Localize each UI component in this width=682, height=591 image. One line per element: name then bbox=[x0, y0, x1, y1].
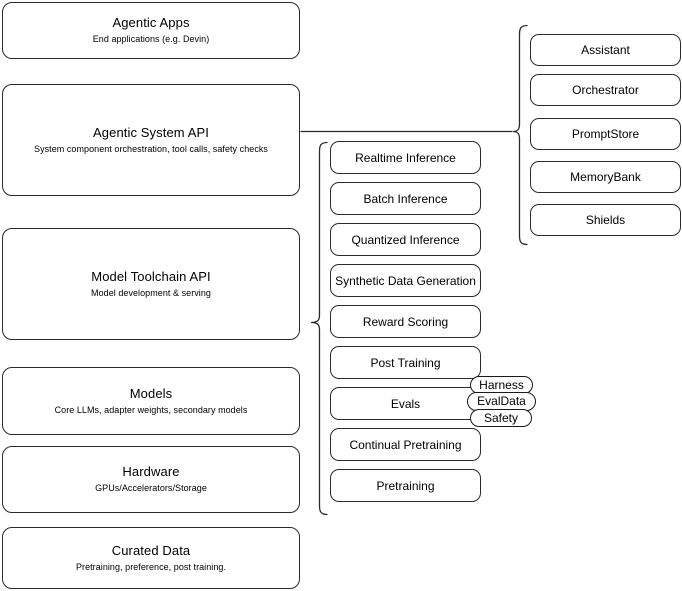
evals-pill-safety[interactable]: Safety bbox=[470, 409, 532, 427]
chip-label: Batch Inference bbox=[363, 191, 448, 206]
layer-title: Hardware bbox=[122, 464, 180, 479]
toolchain-brace bbox=[310, 141, 328, 516]
agentic-chip-shields[interactable]: Shields bbox=[530, 204, 681, 236]
chip-label: Assistant bbox=[581, 43, 630, 57]
toolchain-chip-realtime-inference[interactable]: Realtime Inference bbox=[330, 141, 481, 174]
toolchain-chip-synthetic-data-generation[interactable]: Synthetic Data Generation bbox=[330, 264, 481, 297]
toolchain-chip-post-training[interactable]: Post Training bbox=[330, 346, 481, 379]
chip-label: MemoryBank bbox=[570, 170, 641, 184]
stack-layer-agentic-system-api[interactable]: Agentic System API System component orch… bbox=[2, 84, 300, 196]
agentic-chip-assistant[interactable]: Assistant bbox=[530, 34, 681, 66]
layer-title: Agentic Apps bbox=[112, 15, 190, 30]
pill-label: Harness bbox=[479, 377, 524, 392]
toolchain-chip-batch-inference[interactable]: Batch Inference bbox=[330, 182, 481, 215]
layer-subtitle: GPUs/Accelerators/Storage bbox=[95, 483, 207, 493]
layer-subtitle: Pretraining, preference, post training. bbox=[75, 561, 227, 572]
chip-label: Continual Pretraining bbox=[349, 437, 462, 452]
stack-layer-models[interactable]: Models Core LLMs, adapter weights, secon… bbox=[2, 367, 300, 435]
agentic-chip-memorybank[interactable]: MemoryBank bbox=[530, 161, 681, 193]
toolchain-chip-continual-pretraining[interactable]: Continual Pretraining bbox=[330, 428, 481, 461]
toolchain-chip-evals[interactable]: Evals bbox=[330, 387, 481, 420]
stack-layer-curated-data[interactable]: Curated Data Pretraining, preference, po… bbox=[2, 527, 300, 589]
agentic-chip-promptstore[interactable]: PromptStore bbox=[530, 118, 681, 150]
layer-title: Model Toolchain API bbox=[91, 268, 211, 284]
pill-label: Safety bbox=[483, 410, 519, 425]
stack-layer-agentic-apps[interactable]: Agentic Apps End applications (e.g. Devi… bbox=[2, 2, 300, 59]
chip-label: Synthetic Data Generation bbox=[335, 273, 476, 288]
chip-label: Evals bbox=[390, 396, 421, 411]
chip-label: Shields bbox=[585, 213, 626, 227]
toolchain-chip-pretraining[interactable]: Pretraining bbox=[330, 469, 481, 502]
chip-label: PromptStore bbox=[571, 127, 640, 141]
chip-label: Realtime Inference bbox=[355, 150, 456, 165]
layer-title: Curated Data bbox=[111, 542, 191, 558]
pill-label: EvalData bbox=[477, 394, 526, 408]
chip-label: Quantized Inference bbox=[351, 232, 460, 247]
chip-label: Orchestrator bbox=[572, 83, 639, 97]
toolchain-chip-quantized-inference[interactable]: Quantized Inference bbox=[330, 223, 481, 256]
layer-subtitle: End applications (e.g. Devin) bbox=[92, 34, 210, 44]
stack-layer-hardware[interactable]: Hardware GPUs/Accelerators/Storage bbox=[2, 446, 300, 513]
evals-pill-evaldata[interactable]: EvalData bbox=[467, 392, 536, 411]
chip-label: Reward Scoring bbox=[362, 314, 449, 329]
layer-title: Agentic System API bbox=[93, 124, 209, 140]
layer-subtitle: Model development & serving bbox=[91, 287, 211, 298]
toolchain-chip-reward-scoring[interactable]: Reward Scoring bbox=[330, 305, 481, 338]
layer-subtitle: Core LLMs, adapter weights, secondary mo… bbox=[54, 404, 248, 415]
agentic-brace bbox=[512, 24, 528, 246]
stack-layer-model-toolchain-api[interactable]: Model Toolchain API Model development & … bbox=[2, 228, 300, 340]
chip-label: Post Training bbox=[370, 355, 441, 370]
layer-subtitle: System component orchestration, tool cal… bbox=[34, 143, 268, 154]
layer-title: Models bbox=[129, 385, 173, 401]
agentic-chip-orchestrator[interactable]: Orchestrator bbox=[530, 74, 681, 106]
chip-label: Pretraining bbox=[376, 478, 435, 493]
